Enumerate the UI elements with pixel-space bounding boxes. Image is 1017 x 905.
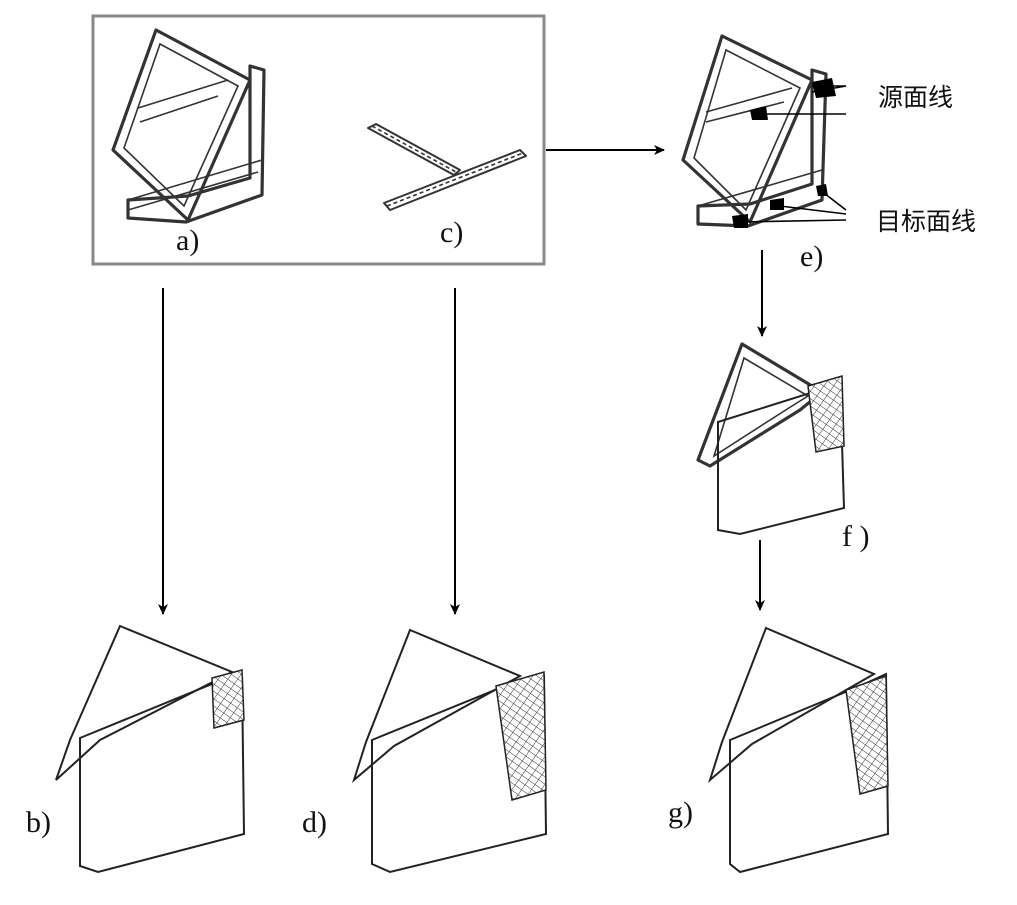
partial-mesh-f	[696, 342, 846, 536]
label-d: d)	[302, 806, 327, 839]
mesh-result-d	[352, 628, 548, 874]
label-b: b)	[26, 806, 51, 839]
strip-geometry-c	[367, 123, 527, 211]
input-geometry-box	[91, 14, 546, 266]
mesh-result-b	[55, 624, 246, 874]
label-a: a)	[176, 224, 199, 257]
label-c: c)	[440, 216, 463, 249]
label-f: f )	[842, 520, 869, 553]
label-e: e)	[800, 240, 823, 273]
target-face-line-label: 目标面线	[876, 207, 976, 236]
source-face-line-label: 源面线	[878, 83, 953, 112]
label-g: g)	[668, 796, 693, 829]
wireframe-geometry-e	[681, 34, 847, 228]
mesh-result-g	[707, 626, 890, 874]
wireframe-geometry-a	[111, 28, 266, 224]
